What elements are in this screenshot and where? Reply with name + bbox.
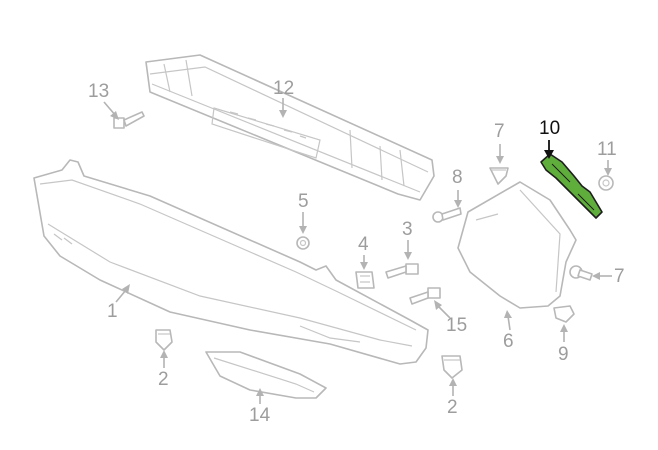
nut-11[interactable] — [598, 175, 614, 191]
callout-2-right: 2 — [447, 397, 458, 418]
clip-4[interactable] — [355, 271, 375, 289]
bracket-highlighted[interactable] — [540, 153, 603, 219]
callout-9: 9 — [558, 344, 569, 365]
bolt-8[interactable] — [432, 207, 462, 223]
clip-5[interactable] — [296, 236, 310, 250]
callout-2-left: 2 — [158, 369, 169, 390]
screw-3[interactable] — [385, 263, 419, 279]
bolt-13[interactable] — [113, 111, 145, 129]
callout-15: 15 — [446, 315, 468, 336]
callout-11: 11 — [597, 139, 617, 160]
callout-1: 1 — [107, 301, 118, 322]
callout-8: 8 — [452, 167, 463, 188]
callout-3: 3 — [402, 219, 413, 240]
bumper-cover[interactable] — [33, 159, 429, 365]
callout-13: 13 — [88, 81, 110, 102]
reinforcement-beam[interactable] — [145, 54, 435, 201]
side-panel[interactable] — [457, 181, 577, 309]
lower-trim[interactable] — [205, 351, 327, 399]
callout-7-right: 7 — [614, 266, 625, 287]
callout-7-top: 7 — [494, 121, 505, 142]
screw-9[interactable] — [553, 305, 575, 323]
clip-2-left[interactable] — [155, 329, 173, 351]
leader-lines — [103, 98, 612, 404]
clip-2-right[interactable] — [441, 355, 463, 379]
callout-10: 10 — [539, 118, 561, 139]
callout-6: 6 — [503, 331, 514, 352]
callout-14: 14 — [249, 405, 271, 426]
callout-4: 4 — [358, 234, 369, 255]
callout-5: 5 — [298, 191, 309, 212]
retainer-7-right[interactable] — [569, 265, 593, 281]
callout-12: 12 — [273, 78, 295, 99]
retainer-7-top[interactable] — [489, 167, 509, 185]
screw-15[interactable] — [409, 287, 441, 305]
